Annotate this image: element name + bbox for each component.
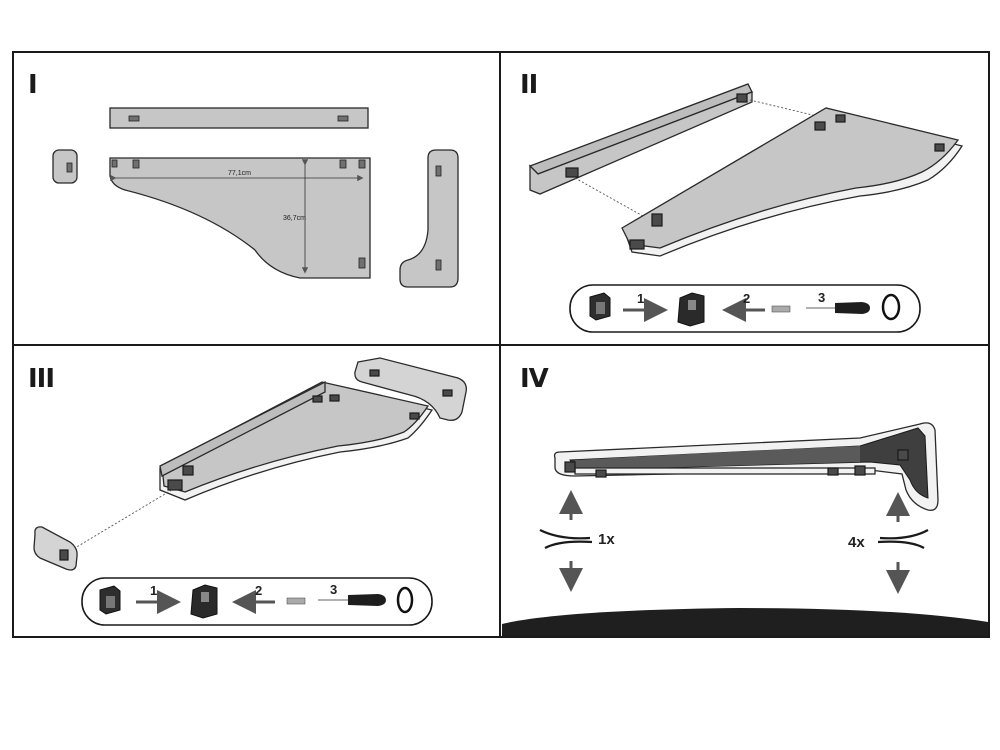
rotation-arrow-left — [539, 529, 591, 540]
rotation-arrow-right-2 — [877, 540, 925, 549]
width-dimension-label: 77,1cm — [228, 170, 251, 177]
screwdriver-icon — [835, 302, 870, 314]
screw-anchor-icon-step-3 — [286, 597, 306, 605]
mount-clip-1 — [564, 461, 576, 473]
end-cap-piece — [33, 526, 78, 571]
step-2-label: II — [520, 70, 537, 100]
top-strip-part — [109, 107, 369, 129]
rail-part-top — [528, 83, 753, 175]
shelf-clip-c — [835, 114, 846, 123]
panel-step-1: I 77,1cm 36,7cm — [28, 70, 459, 288]
rotation-arrow-right — [879, 529, 929, 540]
substep-1-label-step-3: 1 — [150, 583, 157, 598]
rotation-icon — [881, 293, 901, 321]
end-cap-clip — [66, 162, 73, 173]
step-3-label: III — [28, 364, 54, 394]
panel-step-4: IV 1x 4x — [502, 364, 988, 636]
back-clip-2 — [442, 389, 453, 397]
strip-clip-right — [337, 115, 349, 122]
substep-1-label: 1 — [637, 291, 644, 306]
substep-2-label-step-3: 2 — [255, 583, 262, 598]
screwdriver-icon-step-3 — [348, 594, 386, 606]
mount-clip-3 — [827, 467, 839, 476]
rotation-icon-step-3 — [396, 586, 414, 614]
back-bracket-part — [354, 357, 467, 421]
panel-step-2: II 1 2 3 — [520, 70, 964, 333]
shelf-assembly-rail — [159, 380, 326, 477]
rail-clip-left — [565, 167, 579, 178]
rotation-arrow-left-2 — [544, 540, 593, 549]
bracket-clip-bottom — [435, 259, 442, 271]
assembly-clip-3 — [312, 395, 323, 403]
bracket-clip-top — [435, 165, 442, 177]
assembled-bracket-detail — [688, 300, 696, 310]
step-1-label: I — [28, 70, 37, 100]
shelf-clip-5 — [111, 159, 118, 168]
shelf-clip-2 — [339, 159, 347, 169]
assembly-clip-2 — [167, 479, 183, 491]
floor-surface — [502, 608, 988, 636]
side-bracket-part — [399, 149, 459, 288]
panel-step-3: III 1 2 3 — [28, 357, 467, 626]
guide-line-left — [574, 177, 651, 221]
height-dimension-label: 36,7cm — [283, 215, 306, 222]
bracket-icon-face — [596, 302, 605, 314]
assembly-clip-1 — [182, 465, 194, 476]
substep-2-label: 2 — [743, 291, 750, 306]
shelf-panel-surface — [621, 107, 960, 249]
substep-3-label-step-3: 3 — [330, 582, 337, 597]
shelf-clip-e — [629, 239, 645, 250]
mounted-shelf-top — [553, 422, 939, 511]
assembly-clip-5 — [409, 412, 420, 420]
substep-3-label: 3 — [818, 290, 825, 305]
rail-clip-right — [736, 93, 748, 103]
end-cap-part — [52, 149, 78, 184]
end-cap-piece-clip — [59, 549, 69, 561]
assembly-clip-4 — [329, 394, 340, 402]
shelf-clip-b — [814, 121, 826, 131]
bracket-icon-step-3-face — [106, 596, 115, 608]
shelf-clip-4 — [358, 257, 366, 269]
mounted-shelf-panel — [575, 446, 860, 470]
mount-clip-5 — [897, 449, 909, 461]
count-right: 4x — [848, 534, 865, 551]
guide-line-end-cap — [74, 487, 176, 549]
strip-clip-left — [128, 115, 140, 122]
shelf-clip-3 — [358, 159, 366, 169]
shelf-clip-1 — [132, 159, 140, 169]
guide-line-right — [749, 99, 826, 119]
step-4-label: IV — [520, 364, 549, 394]
shelf-clip-a — [651, 213, 663, 227]
mount-clip-2 — [595, 469, 607, 478]
shelf-clip-d — [934, 143, 945, 152]
count-left: 1x — [598, 531, 615, 548]
mount-clip-4 — [854, 465, 866, 476]
shelf-assembly-surface — [161, 381, 430, 493]
screw-anchor-icon — [771, 305, 791, 313]
rail-part-front — [529, 91, 753, 195]
assembled-bracket-step-3-detail — [201, 592, 209, 602]
back-clip-1 — [369, 369, 380, 377]
